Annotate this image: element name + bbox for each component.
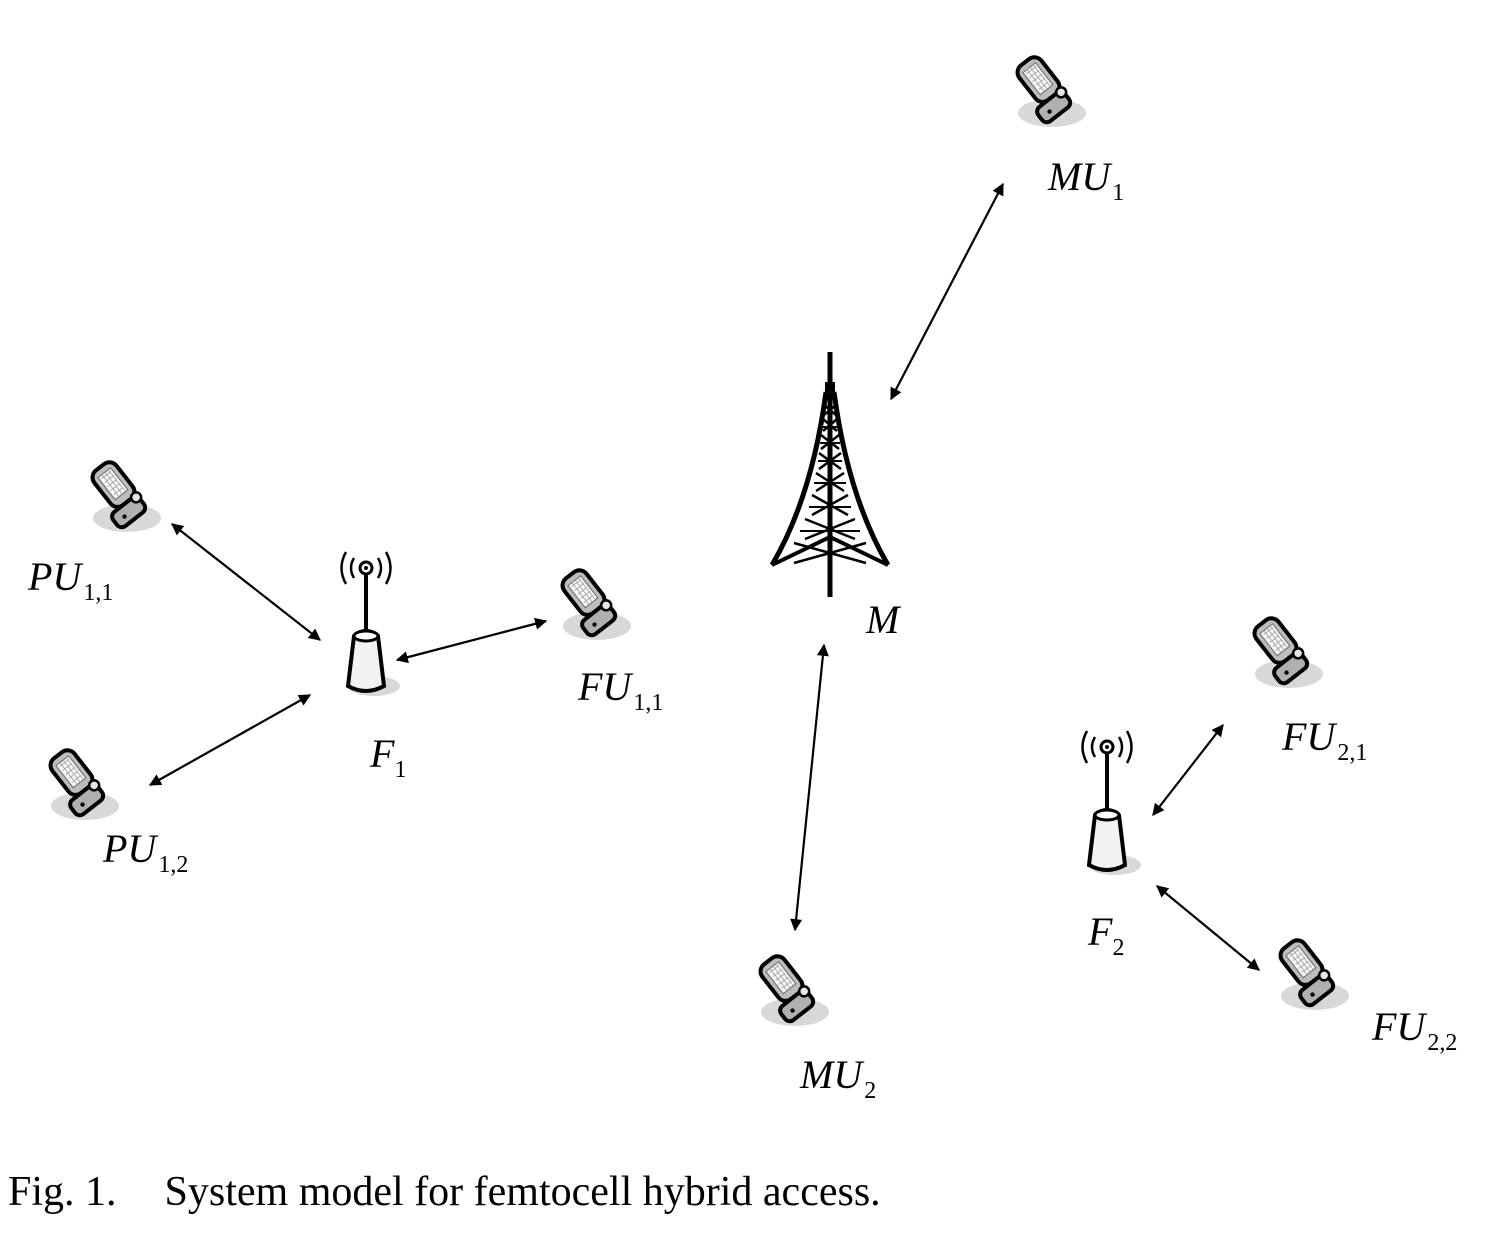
label-f1: F1 xyxy=(369,731,406,783)
label-pu11: PU1,1 xyxy=(27,554,113,606)
link-f1-pu12 xyxy=(148,694,312,786)
link-f2-fu21 xyxy=(1152,724,1224,816)
link-m-mu2 xyxy=(790,643,829,932)
phone-mu1-icon xyxy=(1005,55,1088,130)
caption-text: System model for femtocell hybrid access… xyxy=(164,1169,881,1215)
femto-f2-icon xyxy=(1080,729,1143,877)
label-f2: F2 xyxy=(1087,909,1124,961)
label-mu1: MU1 xyxy=(1047,154,1124,206)
link-f1-pu11 xyxy=(171,523,321,641)
phone-fu21-icon xyxy=(1242,616,1325,690)
phone-pu12-icon xyxy=(38,748,121,822)
link-f1-fu11 xyxy=(395,617,548,664)
phone-fu11-icon xyxy=(550,568,633,642)
label-pu12: PU1,2 xyxy=(102,826,188,878)
label-fu11: FU1,1 xyxy=(577,664,663,716)
label-mu2: MU2 xyxy=(799,1052,876,1104)
link-m-mu1 xyxy=(890,182,1004,401)
links xyxy=(148,182,1260,971)
femto-f1-icon xyxy=(339,550,402,698)
figure-number: Fig. 1. xyxy=(8,1169,117,1215)
link-f2-fu22 xyxy=(1156,885,1260,971)
system-model-diagram: MU1 M PU1,1 FU1,1 F1 PU1,2 FU2,1 F2 MU2 … xyxy=(27,55,1457,1104)
phone-pu11-icon xyxy=(80,460,163,534)
figure-caption: Fig. 1. System model for femtocell hybrid… xyxy=(8,1168,881,1216)
label-m: M xyxy=(865,597,902,642)
phone-mu2-icon xyxy=(748,954,831,1028)
macro-tower-icon xyxy=(772,352,888,597)
label-fu21: FU2,1 xyxy=(1281,714,1367,766)
phone-fu22-icon xyxy=(1268,938,1351,1012)
label-fu22: FU2,2 xyxy=(1371,1004,1457,1056)
